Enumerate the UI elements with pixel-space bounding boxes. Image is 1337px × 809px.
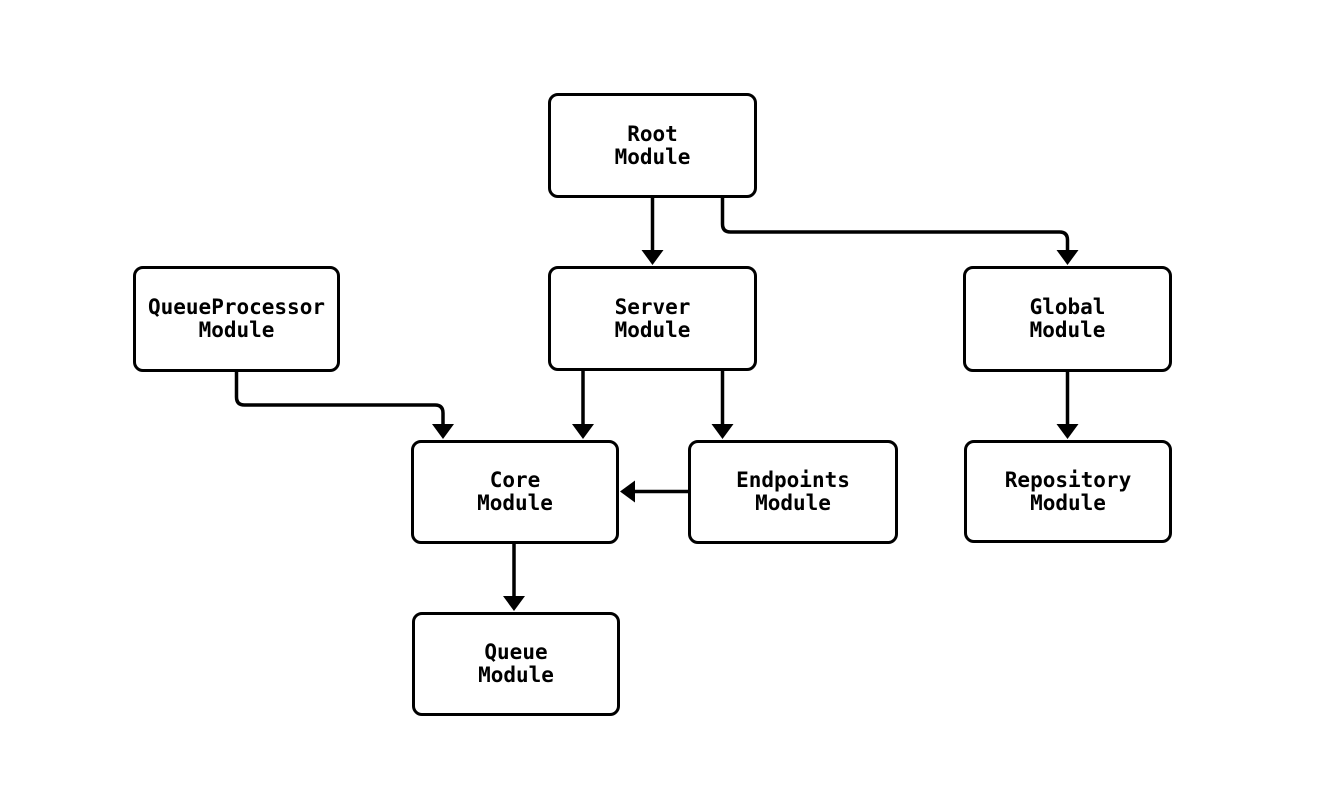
node-queueprocessor-module: QueueProcessor Module <box>133 266 340 372</box>
edge-root-to-server <box>641 198 664 265</box>
arrowhead-icon <box>432 424 454 439</box>
node-core-module: Core Module <box>411 440 619 544</box>
edge-core-to-queue <box>503 544 525 611</box>
arrowhead-icon <box>711 424 734 439</box>
node-label-line: Endpoints <box>736 468 850 492</box>
edge-root-to-global <box>720 198 1079 265</box>
node-label-line: Core <box>489 468 541 492</box>
node-global-module: Global Module <box>963 266 1172 372</box>
node-label-line: Module <box>477 491 553 515</box>
node-endpoints-module: Endpoints Module <box>688 440 898 544</box>
edge-endpoints-to-core <box>620 480 688 503</box>
node-repository-module: Repository Module <box>964 440 1172 543</box>
edge-server-to-core <box>572 371 594 439</box>
node-label-line: Module <box>1029 318 1106 342</box>
edge-global-to-repository <box>1056 372 1079 439</box>
edge-queueprocessor-to-core <box>234 372 454 439</box>
edge-server-to-endpoints <box>711 371 734 439</box>
edge-line <box>234 372 445 425</box>
node-server-module: Server Module <box>548 266 757 371</box>
node-root-module: Root Module <box>548 93 757 198</box>
arrowhead-icon <box>503 596 525 611</box>
node-label-line: QueueProcessor <box>147 295 325 319</box>
node-queue-module: Queue Module <box>412 612 620 716</box>
node-label-line: Root <box>627 121 678 146</box>
arrowhead-icon <box>620 480 635 503</box>
edge-line <box>720 198 1070 251</box>
node-label-line: Repository <box>1004 467 1132 492</box>
node-label-line: Module <box>614 144 691 169</box>
node-label-line: Queue <box>484 640 548 664</box>
node-label-line: Module <box>198 318 275 342</box>
node-label-line: Module <box>614 317 691 342</box>
node-label-line: Module <box>1030 490 1106 515</box>
node-label-line: Module <box>755 491 831 515</box>
node-label-line: Module <box>478 663 554 687</box>
node-label-line: Global <box>1029 295 1106 319</box>
arrowhead-icon <box>1056 424 1079 439</box>
arrowhead-icon <box>1056 250 1079 265</box>
arrowhead-icon <box>572 424 594 439</box>
node-label-line: Server <box>614 294 691 319</box>
arrowhead-icon <box>641 250 664 265</box>
